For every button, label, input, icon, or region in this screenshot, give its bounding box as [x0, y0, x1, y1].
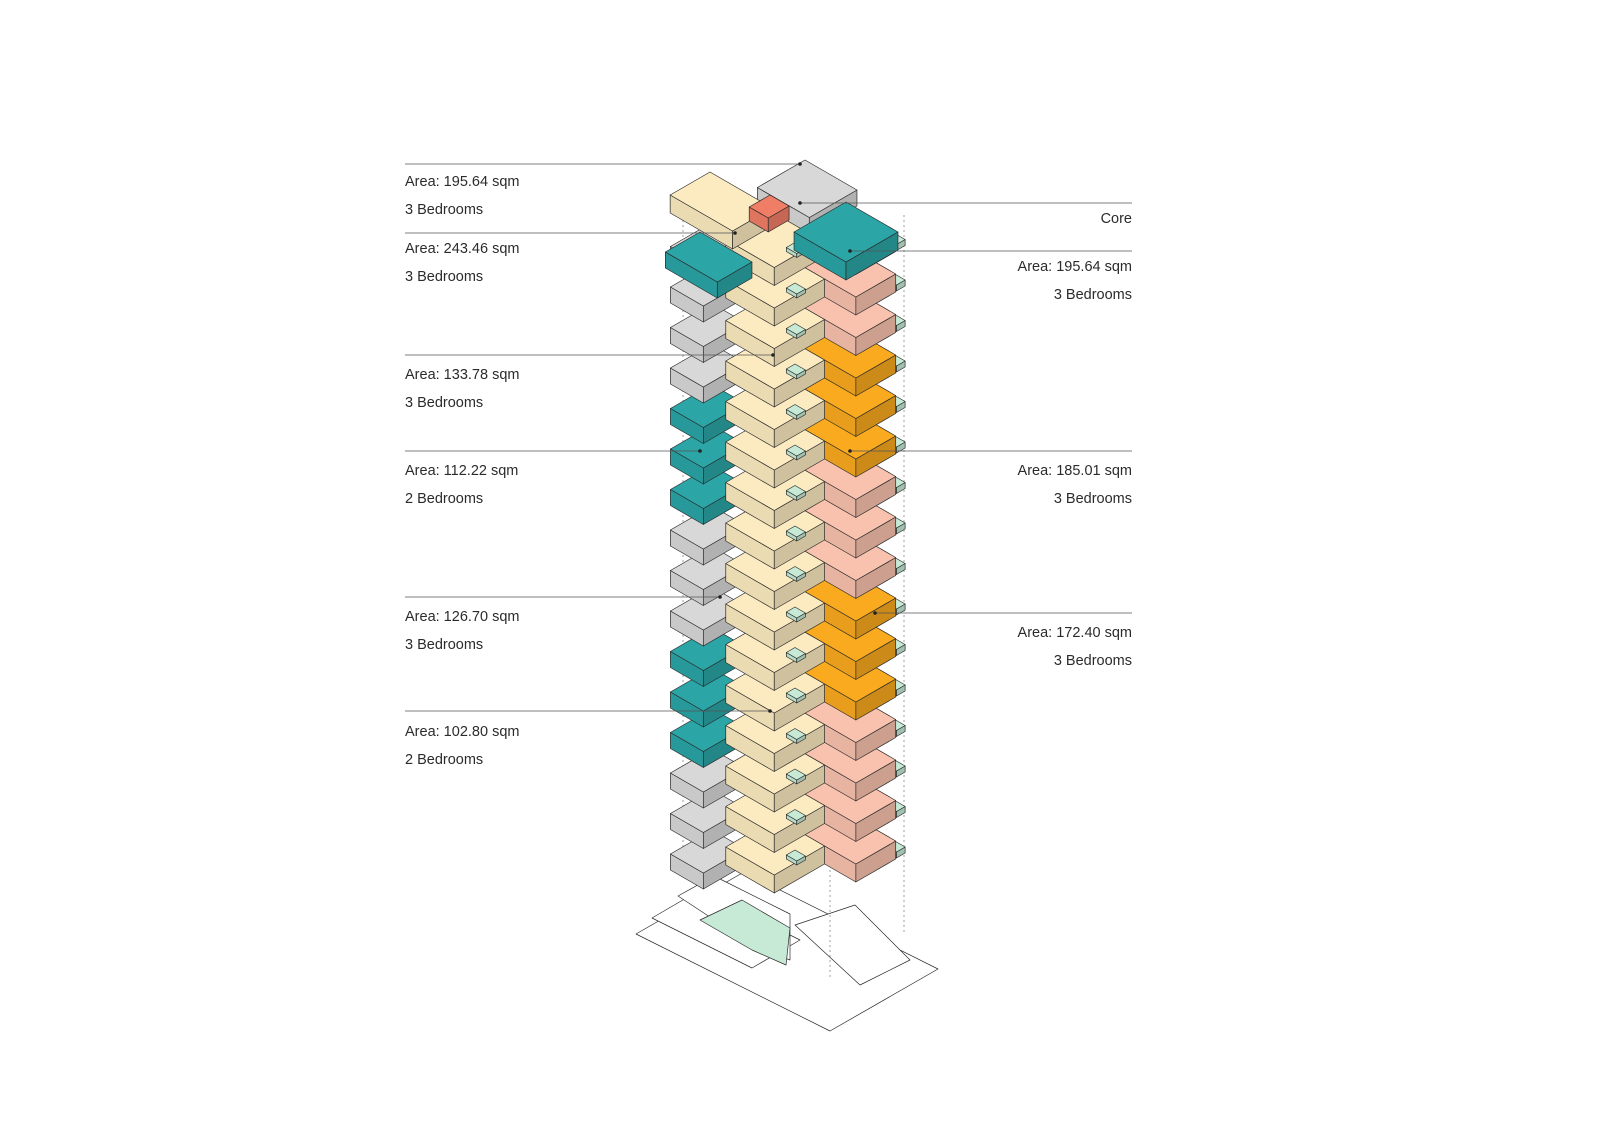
unit-bedrooms-label: 2 Bedrooms: [405, 491, 483, 507]
lightwell: [785, 566, 806, 582]
lightwell-top-face: [785, 363, 806, 376]
lightwell-top-face: [785, 485, 806, 497]
lightwell-top-face: [785, 647, 806, 659]
lightwell: [785, 606, 806, 623]
lightwell-top-face: [785, 525, 806, 538]
leader-dot: [768, 709, 772, 713]
lightwell-top-face: [785, 404, 806, 416]
lightwell: [785, 404, 806, 420]
lightwell-top-face: [785, 768, 806, 781]
unit-bedrooms-label: 3 Bedrooms: [1054, 653, 1132, 669]
unit-area-label: Area: 195.64 sqm: [1018, 259, 1132, 275]
lightwell-top-face: [785, 606, 806, 619]
leader-dot: [771, 353, 775, 357]
lightwell: [785, 282, 806, 299]
lightwell: [785, 728, 806, 744]
lightwell-top-face: [785, 728, 806, 740]
unit-bedrooms-label: 3 Bedrooms: [1054, 287, 1132, 303]
lightwell-top-face: [785, 809, 806, 821]
lightwell-top-face: [785, 566, 806, 578]
labels-left: Area: 195.64 sqm 3 Bedrooms Area: 243.46…: [405, 174, 519, 768]
penthouse-core-top-face: [748, 194, 790, 219]
unit-bedrooms-label: 3 Bedrooms: [1054, 491, 1132, 507]
penthouse-unit-right: [793, 201, 899, 281]
unit-area-label: Area: 133.78 sqm: [405, 367, 519, 383]
labels-right: Core Area: 195.64 sqm 3 Bedrooms Area: 1…: [1018, 211, 1132, 669]
penthouse-unit-lower-top-face: [665, 231, 753, 283]
penthouse-unit-right-top-face: [793, 201, 899, 263]
unit-bedrooms-label: 3 Bedrooms: [405, 269, 483, 285]
penthouse-core: [748, 194, 790, 233]
lightwell: [785, 809, 806, 825]
unit-bedrooms-label: 3 Bedrooms: [405, 395, 483, 411]
tower-floors: [670, 202, 906, 894]
unit-area-label: Area: 195.64 sqm: [405, 174, 519, 190]
unit-area-label: Area: 126.70 sqm: [405, 609, 519, 625]
lightwell: [785, 323, 806, 339]
lightwell: [785, 849, 806, 866]
penthouse-level: [665, 159, 899, 299]
penthouse-unit-left-top-face: [669, 171, 773, 232]
lightwell-top-face: [785, 444, 806, 457]
leader-dot: [873, 611, 877, 615]
leader-dot: [848, 449, 852, 453]
lightwell-top-face: [785, 687, 806, 700]
site-base: [635, 871, 939, 1032]
leader-dot: [733, 231, 737, 235]
lightwell-top-face: [785, 282, 806, 295]
unit-area-label: Area: 243.46 sqm: [405, 241, 519, 257]
lightwell-top-face: [785, 323, 806, 335]
lightwell: [785, 687, 806, 704]
lightwell: [785, 647, 806, 663]
core-label: Core: [1101, 211, 1132, 227]
leader-dot: [798, 162, 802, 166]
lightwell-top-face: [785, 849, 806, 862]
leader-dot: [698, 449, 702, 453]
lightwell: [785, 485, 806, 501]
lightwell: [785, 768, 806, 785]
penthouse-unit-lower: [665, 231, 753, 299]
unit-area-label: Area: 102.80 sqm: [405, 724, 519, 740]
leader-dot: [718, 595, 722, 599]
lightwell: [785, 363, 806, 380]
landscape-area: [699, 899, 791, 966]
unit-area-label: Area: 112.22 sqm: [405, 463, 518, 479]
unit-area-label: Area: 172.40 sqm: [1018, 625, 1132, 641]
lightwell: [785, 444, 806, 461]
unit-bedrooms-label: 3 Bedrooms: [405, 202, 483, 218]
floor-level-12: [670, 364, 906, 448]
unit-bedrooms-label: 3 Bedrooms: [405, 637, 483, 653]
unit-area-label: Area: 185.01 sqm: [1018, 463, 1132, 479]
lightwell: [785, 525, 806, 542]
leader-dot: [798, 201, 802, 205]
driveway-outline: [794, 904, 911, 986]
leader-dot: [848, 249, 852, 253]
unit-bedrooms-label: 2 Bedrooms: [405, 752, 483, 768]
leader-lines: [405, 162, 1132, 713]
